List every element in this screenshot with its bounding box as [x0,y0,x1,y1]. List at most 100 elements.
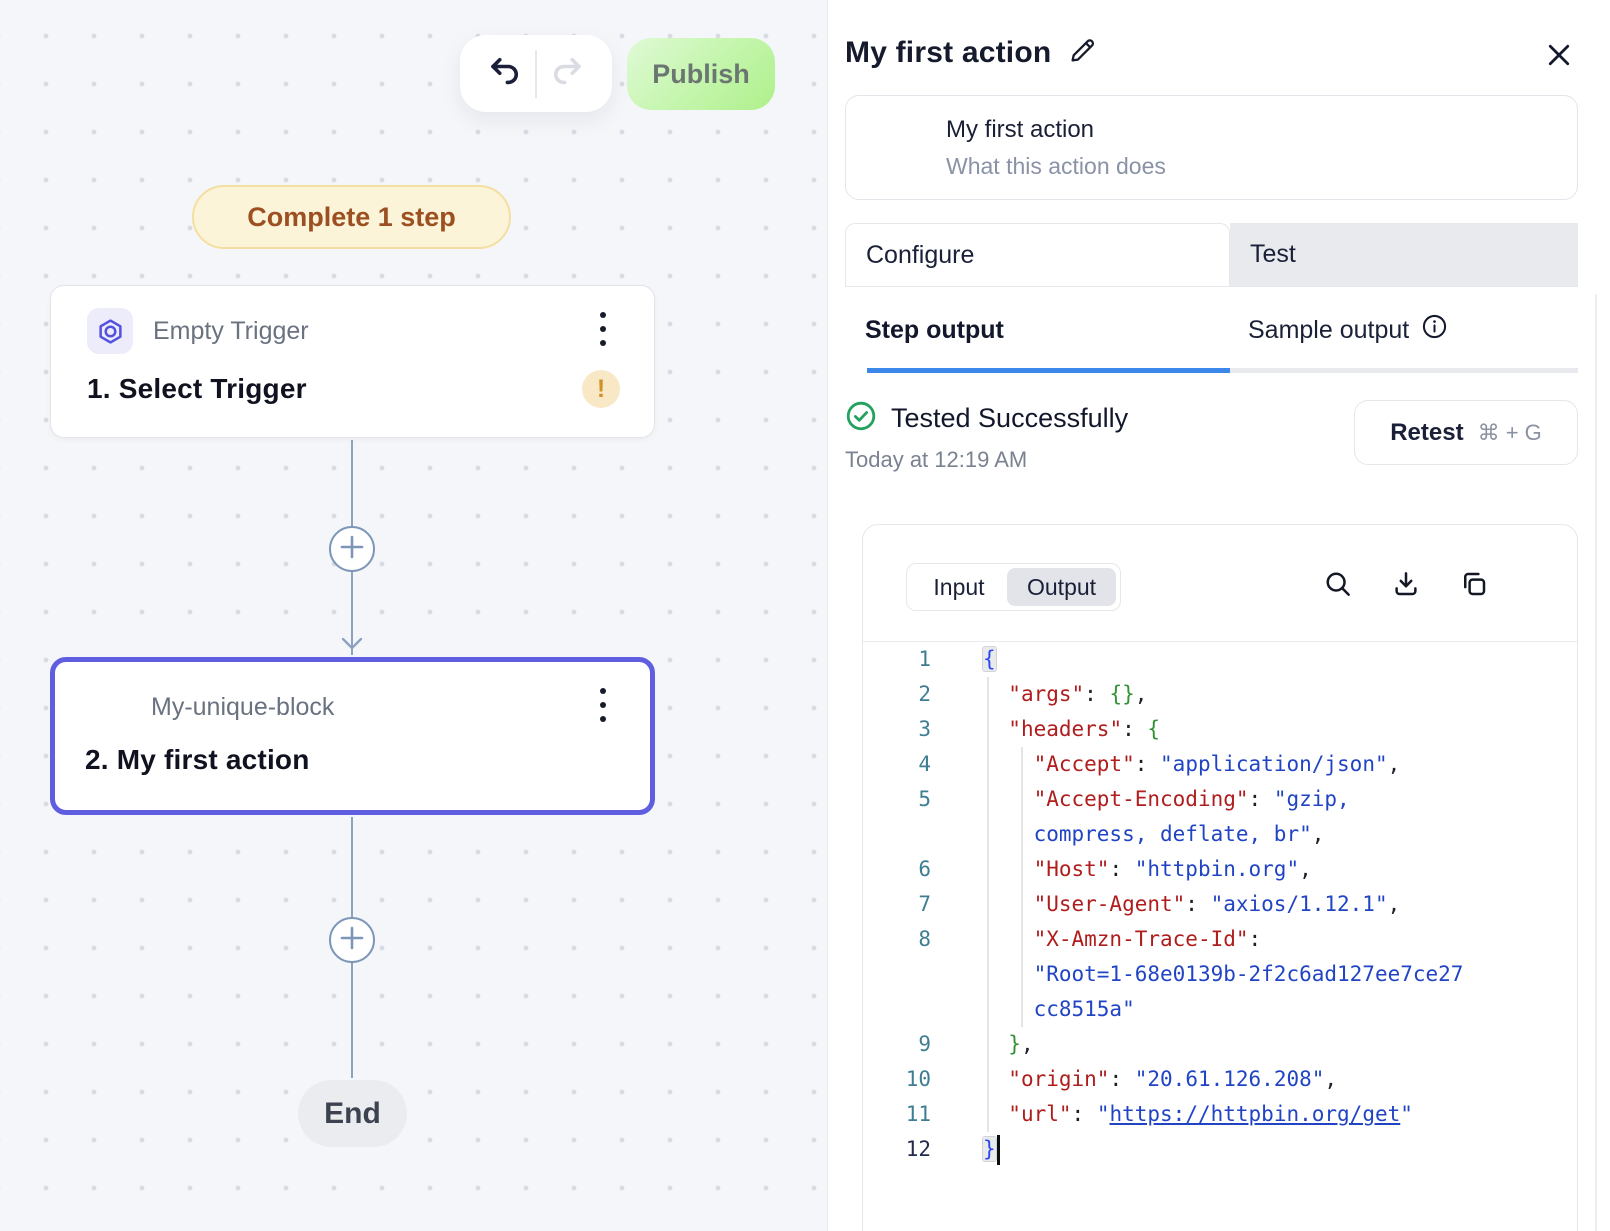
download-button[interactable] [1391,569,1421,604]
line-number: 3 [918,717,931,741]
subtab-step-output[interactable]: Step output [845,287,1230,373]
line-number: 11 [905,1102,931,1126]
code-row: 3 "headers": { [863,712,1577,747]
line-number [863,992,931,1027]
code-token: " [1096,1102,1110,1126]
add-step-button[interactable] [329,526,375,572]
code-token: "headers" [1008,717,1123,741]
code-token: : [1109,857,1135,881]
panel-tabs: Configure Test [845,223,1578,287]
code-text: "url": "https://httpbin.org/get" [931,1097,1413,1132]
redo-icon [549,53,585,94]
workflow-canvas[interactable]: Publish Complete 1 step Empty Trigger [0,0,828,1231]
step-output-card: Input Output [862,524,1578,1231]
info-icon [1421,313,1448,347]
code-token: compress, deflate, br" [1033,822,1312,846]
subtab-label: Sample output [1248,315,1410,344]
node-title: 2. My first action [85,744,310,775]
subtab-sample-output[interactable]: Sample output [1230,287,1578,373]
code-token: } [983,1137,996,1161]
code-lines: 1{2 "args": {},3 "headers": {4 "Accept":… [863,642,1577,1167]
toggle-input[interactable]: Input [933,573,985,600]
code-row: 7 "User-Agent": "axios/1.12.1", [863,887,1577,922]
action-name-field[interactable]: My first action [946,116,1095,143]
copy-button[interactable] [1459,569,1489,604]
node-type-label: Empty Trigger [153,316,309,345]
code-token: : [1248,787,1274,811]
code-token [983,752,1034,776]
code-text: "Host": "httpbin.org", [931,852,1312,887]
workflow-node-trigger[interactable]: Empty Trigger 1. Select Trigger ! [50,285,655,438]
code-token: "origin" [1008,1067,1110,1091]
action-description-placeholder[interactable]: What this action does [946,153,1166,179]
code-token: : [1248,927,1262,951]
code-token: { [983,647,996,671]
node-menu-button[interactable] [586,310,620,352]
search-icon [1323,569,1353,604]
code-token [983,822,1034,846]
check-circle-icon [845,400,877,437]
search-button[interactable] [1323,569,1353,604]
download-icon [1391,569,1421,604]
redo-button[interactable] [537,44,597,104]
code-row: 9 }, [863,1027,1577,1062]
code-token [983,787,1034,811]
code-text: compress, deflate, br", [931,817,1325,852]
toolbar-divider [535,49,537,98]
line-number: 7 [918,892,931,916]
code-token: } [1008,1032,1021,1056]
close-panel-button[interactable] [1544,40,1574,75]
code-token: "Accept-Encoding" [1033,787,1249,811]
code-row: compress, deflate, br", [863,817,1577,852]
active-subtab-indicator [867,368,1230,373]
tab-test[interactable]: Test [1230,223,1578,286]
code-token: : [1134,752,1161,776]
code-token: cc8515a" [1033,997,1135,1021]
code-row: 11 "url": "https://httpbin.org/get" [863,1097,1577,1132]
action-detail-panel: My first action My first action What thi… [828,0,1610,1231]
code-token [983,962,1034,986]
code-text: "args": {}, [931,677,1147,712]
code-editor[interactable]: 1{2 "args": {},3 "headers": {4 "Accept":… [863,642,1577,1167]
code-token: "args" [1008,682,1085,706]
node-menu-button[interactable] [586,686,620,728]
code-token [983,892,1034,916]
output-toolbar: Input Output [863,525,1577,642]
retest-label: Retest [1390,418,1464,446]
workflow-node-action-selected[interactable]: My-unique-block 2. My first action [50,657,655,815]
line-number: 4 [918,752,931,776]
code-token: : [1109,1067,1135,1091]
code-text: "headers": { [931,712,1160,747]
text-cursor [996,1135,1000,1165]
tab-configure[interactable]: Configure [845,223,1230,286]
code-row: "Root=1-68e0139b-2f2c6ad127ee7ce27 [863,957,1577,992]
line-number [863,957,931,992]
code-text: "Root=1-68e0139b-2f2c6ad127ee7ce27 [931,957,1464,992]
code-token: "application/json" [1160,752,1388,776]
retest-button[interactable]: Retest ⌘ + G [1354,400,1578,465]
rename-button[interactable] [1067,34,1099,71]
add-step-button[interactable] [329,917,375,963]
code-text: "Accept-Encoding": "gzip, [931,782,1350,817]
node-type-label: My-unique-block [151,692,335,721]
line-number: 9 [918,1032,931,1056]
code-token: : [1185,892,1211,916]
panel-scrollbar-track[interactable] [1595,294,1597,1231]
test-status-text: Tested Successfully [891,403,1129,433]
code-token: , [1387,892,1401,916]
code-token: , [1387,752,1401,776]
code-row: 8 "X-Amzn-Trace-Id": [863,922,1577,957]
toggle-output[interactable]: Output [1007,568,1117,606]
code-token [983,927,1034,951]
output-url-link[interactable]: https://httpbin.org/get [1109,1102,1401,1126]
code-token: "Root=1-68e0139b-2f2c6ad127ee7ce27 [1033,962,1464,986]
undo-button[interactable] [475,44,535,104]
action-description-card[interactable]: My first action What this action does [845,95,1578,200]
code-token: "axios/1.12.1" [1210,892,1388,916]
code-row: 12} [863,1132,1577,1167]
code-row: 4 "Accept": "application/json", [863,747,1577,782]
publish-button[interactable]: Publish [627,38,775,110]
line-number: 6 [918,857,931,881]
code-token: : [1071,1102,1097,1126]
code-token: {} [1109,682,1135,706]
